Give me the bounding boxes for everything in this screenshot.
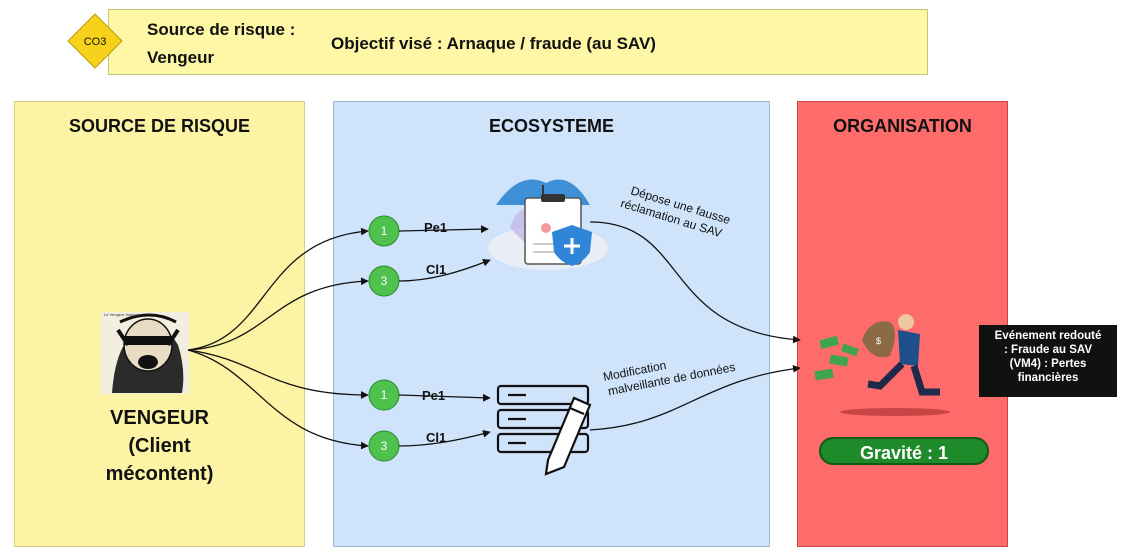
gravite-badge: Gravité : 1: [819, 437, 989, 465]
source-value: Vengeur: [147, 48, 215, 67]
actor-edges: [187, 227, 369, 450]
step-number: 1: [381, 388, 388, 402]
column-source-title: SOURCE DE RISQUE: [68, 116, 251, 136]
thief-money-icon: $: [814, 314, 950, 416]
edge-label: Pe1: [422, 388, 445, 403]
header-banner: [108, 9, 928, 75]
path-2: 3 Cl1: [368, 258, 491, 297]
column-organisation-title: ORGANISATION: [833, 116, 972, 136]
event-line: Evénement redouté: [994, 330, 1102, 342]
step-number: 3: [381, 274, 388, 288]
badge-text: CO3: [84, 36, 107, 48]
path-3: 1 Pe1: [368, 379, 491, 411]
event-line: financières: [1017, 372, 1079, 384]
impact-edges: [589, 221, 801, 431]
actor-label: VENGEUR (Client mécontent): [14, 404, 305, 488]
step-number: 1: [381, 224, 388, 238]
database-edit-icon: [496, 384, 592, 476]
path-1: 1 Pe1: [368, 215, 489, 247]
path-4: 3 Cl1: [368, 430, 491, 462]
source-label: Source de risque :: [147, 20, 296, 39]
edge-label: Cl1: [426, 262, 446, 277]
actor-label-line: (Client: [128, 435, 191, 457]
svg-text:$: $: [876, 336, 881, 346]
column-ecosystem-title: ECOSYSTEME: [488, 116, 615, 136]
step-number: 3: [381, 439, 388, 453]
vengeur-caption: Le Vengeur Insensé: [104, 312, 140, 317]
vengeur-face-icon: Le Vengeur Insensé: [101, 312, 189, 394]
edge-label: Cl1: [426, 430, 446, 445]
actor-label-line: VENGEUR: [110, 407, 209, 429]
event-line: (VM4) : Pertes: [1009, 358, 1087, 370]
feared-event-box: Evénement redouté : Fraude au SAV (VM4) …: [979, 325, 1117, 397]
edge-label: Pe1: [424, 220, 447, 235]
objective-text: Objectif visé : Arnaque / fraude (au SAV…: [331, 34, 656, 53]
insurance-claim-icon: [488, 179, 608, 270]
event-line: : Fraude au SAV: [1004, 344, 1092, 356]
co3-badge: CO3: [67, 13, 123, 69]
actor-label-line: mécontent): [105, 463, 214, 485]
